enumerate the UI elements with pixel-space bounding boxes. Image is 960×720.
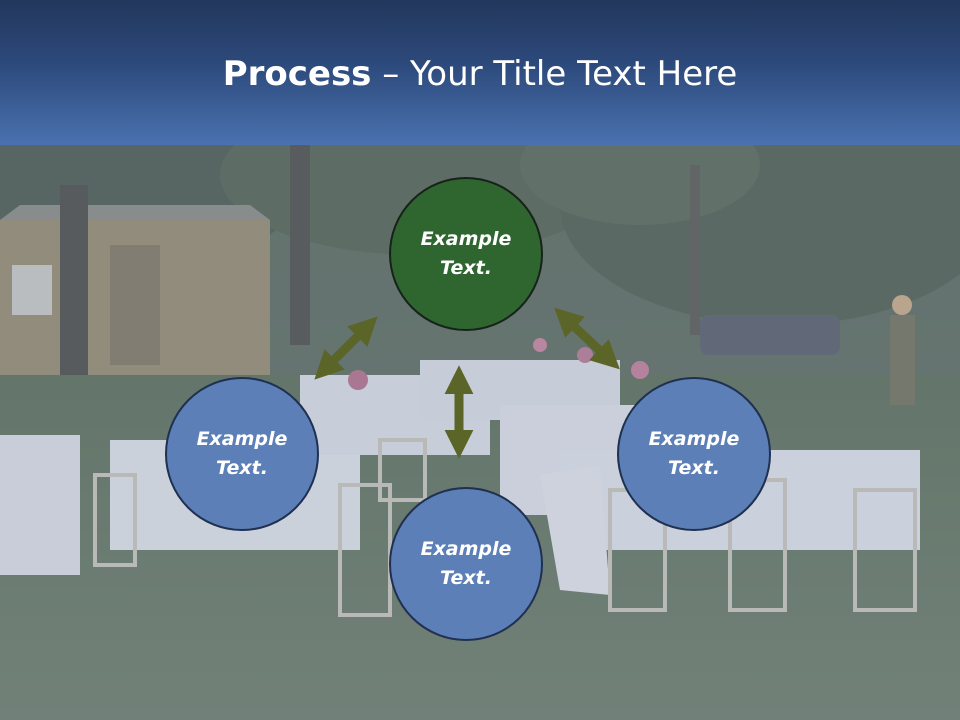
node-bottom: Example Text.	[389, 487, 543, 641]
slide-title: Process – Your Title Text Here	[0, 52, 960, 96]
node-bottom-label: Example Text.	[420, 538, 512, 589]
node-right-label: Example Text.	[648, 428, 740, 479]
title-regular-part: – Your Title Text Here	[371, 54, 738, 94]
arrow-top-left	[314, 316, 378, 380]
title-band: Process – Your Title Text Here	[0, 0, 960, 145]
node-left: Example Text.	[165, 377, 319, 531]
title-bold-part: Process	[222, 54, 372, 94]
node-right: Example Text.	[617, 377, 771, 531]
node-left-label: Example Text.	[196, 428, 288, 479]
arrow-top-right	[554, 307, 620, 370]
node-top-label: Example Text.	[420, 228, 512, 279]
node-top-center: Example Text.	[389, 177, 543, 331]
